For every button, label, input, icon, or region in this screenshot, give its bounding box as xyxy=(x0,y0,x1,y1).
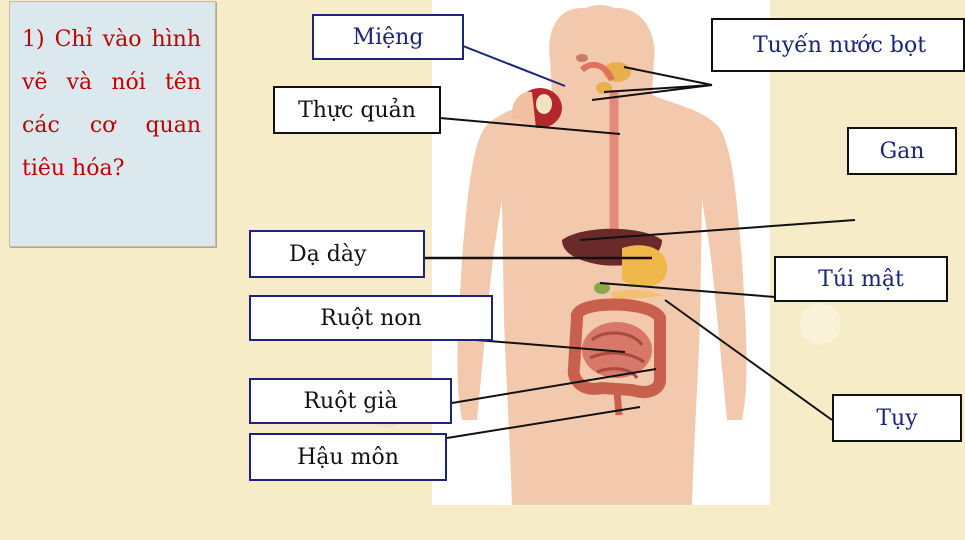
label-ruot-gia[interactable]: Ruột già xyxy=(249,378,452,424)
label-gan-text: Gan xyxy=(879,138,925,164)
gallbladder xyxy=(594,282,610,294)
label-tuy-text: Tụy xyxy=(876,405,918,431)
label-tui-mat-text: Túi mật xyxy=(818,266,904,292)
label-da-day-text: Dạ dày xyxy=(289,241,367,267)
label-mieng[interactable]: Miệng xyxy=(312,14,464,60)
stomach xyxy=(622,245,668,287)
rectum xyxy=(613,391,623,416)
label-ruot-gia-text: Ruột già xyxy=(303,388,398,414)
label-thuc-quan[interactable]: Thực quản xyxy=(273,86,441,134)
small-intestine xyxy=(582,322,652,379)
label-hau-mon-text: Hậu môn xyxy=(297,444,399,470)
label-thuc-quan-text: Thực quản xyxy=(298,97,416,123)
label-tuyen-nuoc-bot[interactable]: Tuyến nước bọt xyxy=(711,18,965,72)
digestive-system-illustration xyxy=(432,0,770,505)
label-tuy[interactable]: Tụy xyxy=(832,394,962,442)
label-ruot-non[interactable]: Ruột non xyxy=(249,295,493,341)
label-mieng-text: Miệng xyxy=(352,24,424,50)
label-tuyen-nuoc-bot-text: Tuyến nước bọt xyxy=(753,32,927,58)
label-tui-mat[interactable]: Túi mật xyxy=(774,256,948,302)
question-box: 1) Chỉ vào hình vẽ và nói tên các cơ qua… xyxy=(9,1,216,247)
label-gan[interactable]: Gan xyxy=(847,127,957,175)
question-text: 1) Chỉ vào hình vẽ và nói tên các cơ qua… xyxy=(22,27,201,181)
label-hau-mon[interactable]: Hậu môn xyxy=(249,433,447,481)
label-ruot-non-text: Ruột non xyxy=(320,305,422,331)
label-da-day[interactable]: Dạ dày xyxy=(249,230,425,278)
